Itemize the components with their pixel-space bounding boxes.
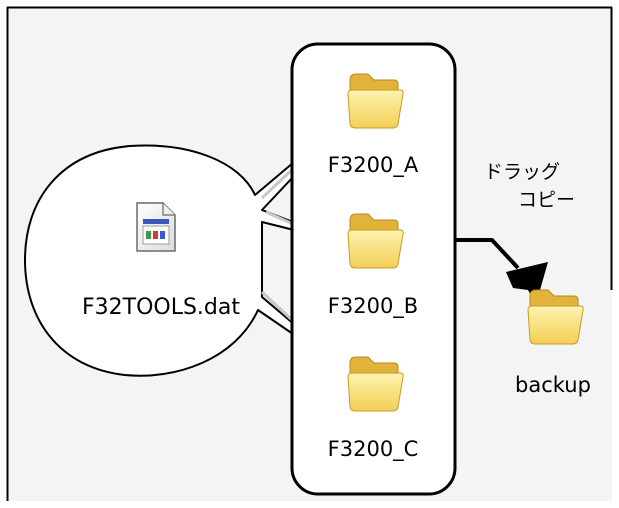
folder-icon	[347, 73, 404, 129]
folder-label-c: F3200_C	[328, 437, 419, 462]
folder-label-a: F3200_A	[328, 153, 419, 178]
document-icon	[136, 202, 176, 252]
source-file-label: F32TOOLS.dat	[82, 295, 240, 320]
drag-arrow-line	[456, 238, 520, 270]
folder-icon	[527, 289, 584, 345]
backup-folder-label: backup	[515, 373, 591, 397]
folder-icon	[347, 213, 404, 269]
file-bubble	[24, 107, 361, 381]
instruction-drag: ドラッグ	[484, 161, 560, 183]
instruction-copy: コピー	[518, 189, 575, 211]
folder-group-box	[290, 42, 457, 496]
folder-icon	[347, 356, 404, 412]
folder-label-b: F3200_B	[328, 294, 418, 319]
